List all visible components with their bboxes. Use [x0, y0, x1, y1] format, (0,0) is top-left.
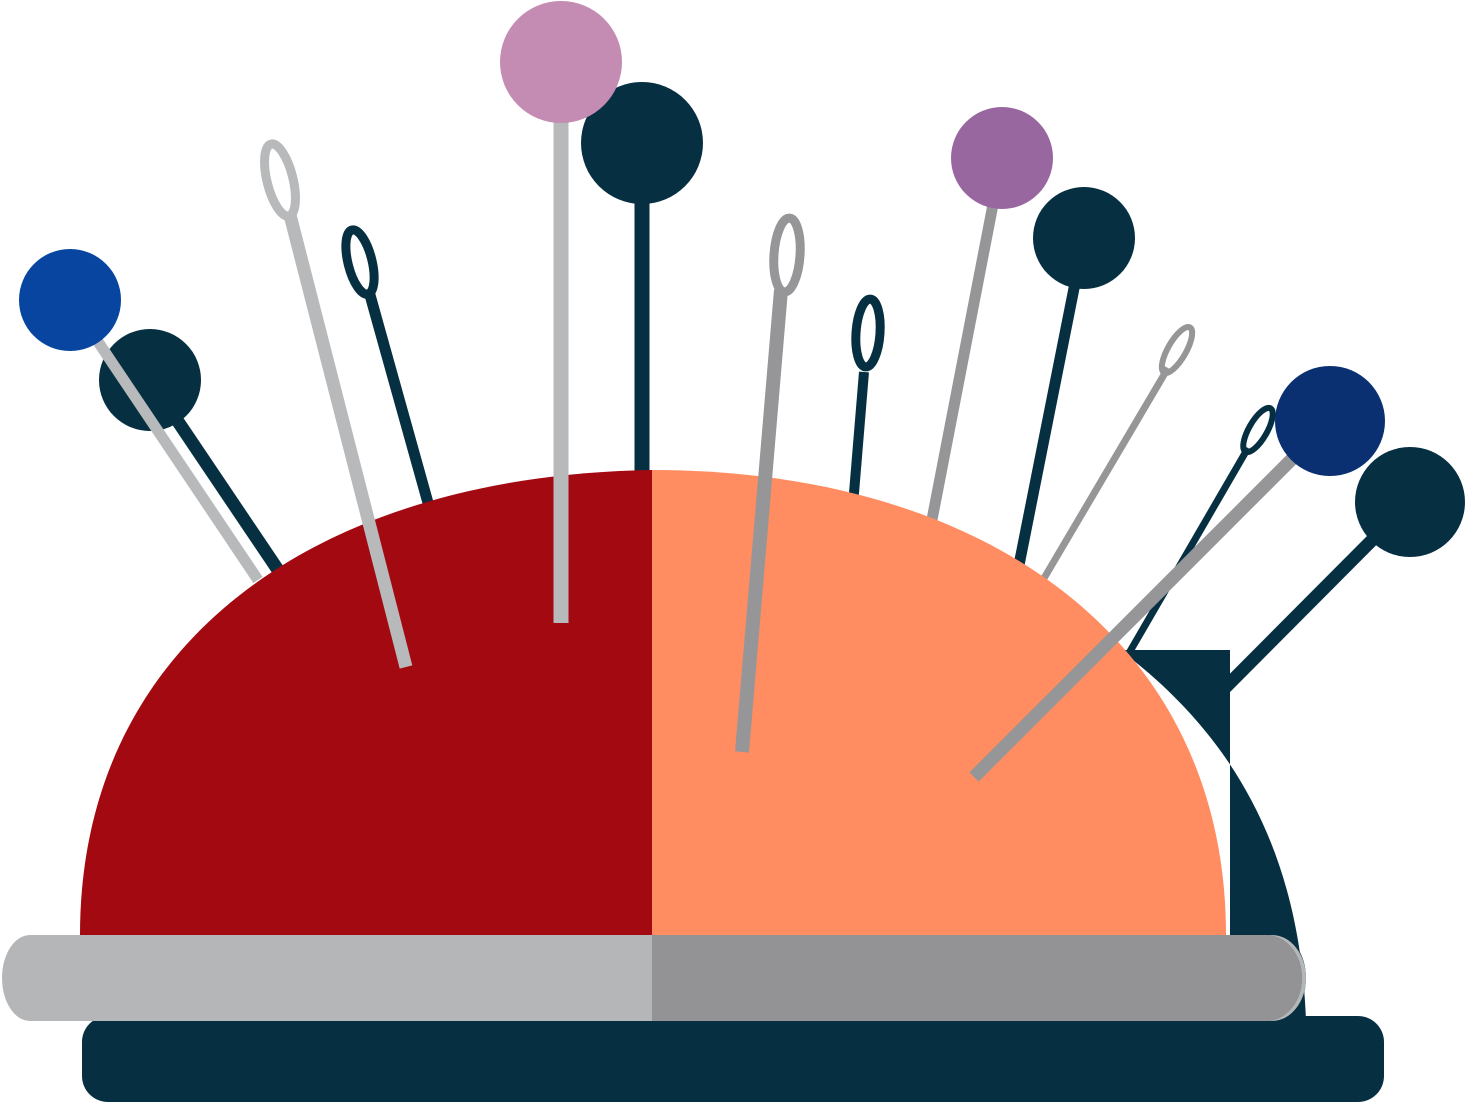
dark-ball-pin-right — [1012, 187, 1135, 572]
dark-needle-left — [341, 225, 436, 512]
base-tray-left — [2, 935, 652, 1021]
blue-ball-pin-left — [19, 249, 263, 584]
dark-needle-right-center — [848, 294, 885, 506]
base-tray-right — [652, 935, 1302, 1021]
purple-ball-pin — [924, 107, 1053, 532]
gray-needle-center-right — [735, 213, 805, 753]
cushion-shadow-dome — [1120, 650, 1306, 1020]
cushion-left-half — [80, 470, 652, 935]
gray-needle-right — [1036, 324, 1196, 587]
deep-blue-ball-pin — [969, 366, 1385, 782]
base-bottom-bar — [82, 1016, 1384, 1102]
pink-ball-pin — [500, 1, 622, 623]
dark-ball-pin-far-right — [1190, 447, 1465, 723]
dark-ball-pin-center — [581, 82, 703, 480]
dark-needle-far-right — [1121, 404, 1276, 662]
dark-ball-pin-left — [99, 329, 284, 574]
light-gray-needle-left — [260, 139, 413, 669]
cushion-right-half — [652, 470, 1226, 935]
